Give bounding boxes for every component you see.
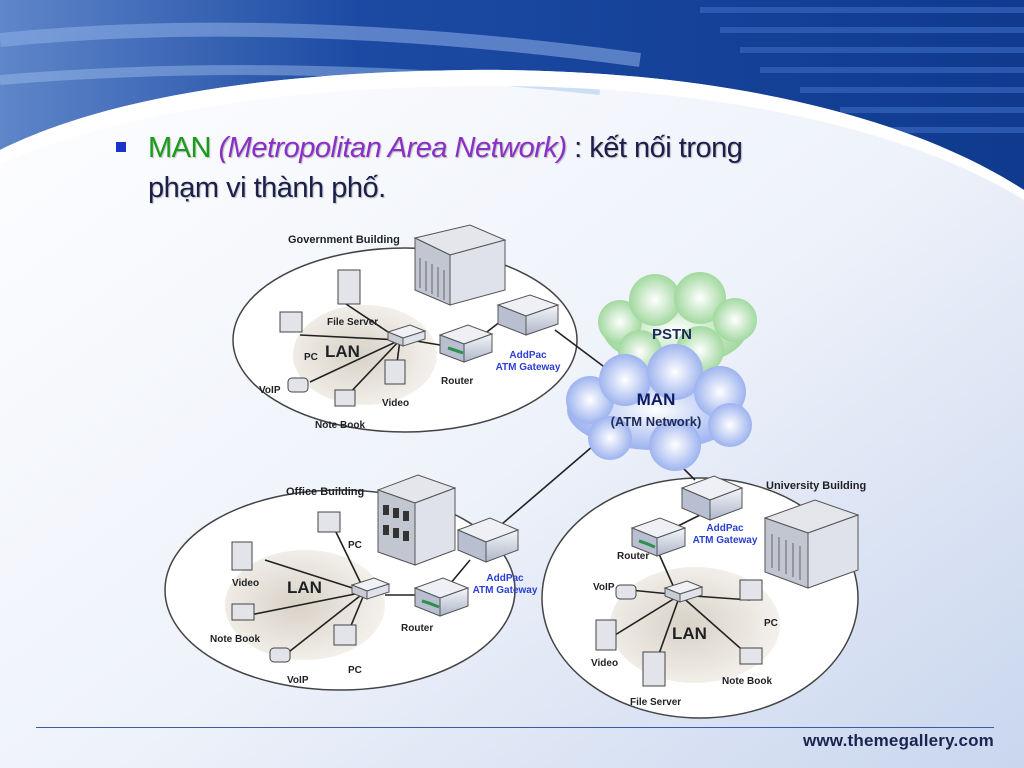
- gov-file-server-label: File Server: [327, 317, 378, 328]
- university-building-title: University Building: [766, 480, 866, 492]
- gov-pc-label: PC: [304, 352, 318, 363]
- gov-pc-icon: [279, 311, 303, 333]
- man-cloud: MAN (ATM Network): [566, 344, 752, 471]
- university-voip-icon: [615, 584, 637, 600]
- office-router-icon: [413, 577, 470, 617]
- gov-switch-icon: [386, 324, 427, 347]
- gov-building-title: Government Building: [288, 234, 400, 246]
- bullet-paragraph: MAN (Metropolitan Area Network) : kết nố…: [116, 128, 898, 208]
- gov-notebook-label: Note Book: [315, 420, 365, 431]
- university-notebook-icon: [739, 647, 763, 665]
- university-gateway-icon: [680, 475, 744, 521]
- bullet-description-line1: kết nối trong: [589, 132, 743, 164]
- university-file-server-label: File Server: [630, 697, 681, 708]
- office-video-label: Video: [232, 578, 259, 589]
- university-pc-icon: [739, 579, 763, 601]
- office-voip-icon: [269, 647, 291, 663]
- office-notebook-icon: [231, 603, 255, 621]
- university-file-server-icon: [642, 651, 666, 687]
- gov-gateway-icon: [496, 294, 560, 336]
- office-pc-bottom-icon: [333, 624, 357, 646]
- office-gateway-label-2: ATM Gateway: [473, 585, 538, 596]
- bullet-expansion: (Metropolitan Area Network): [218, 132, 568, 164]
- pstn-cloud: PSTN: [598, 272, 757, 374]
- gov-video-icon: [384, 359, 406, 385]
- university-building-icon: [763, 499, 860, 589]
- office-gateway-label-1: AddPac: [486, 573, 524, 584]
- university-lan-label: LAN: [672, 624, 707, 643]
- bullet-marker-icon: [116, 142, 126, 152]
- gov-notebook-icon: [334, 389, 356, 407]
- gov-file-server-icon: [337, 269, 361, 305]
- bullet-separator: :: [574, 132, 582, 164]
- office-gateway-icon: [456, 517, 520, 563]
- office-pc-top-icon: [317, 511, 341, 533]
- office-building-icon: [376, 474, 457, 566]
- bullet-text: MAN (Metropolitan Area Network) : kết nố…: [148, 128, 898, 208]
- gov-router-label: Router: [441, 376, 473, 387]
- university-switch-icon: [663, 580, 704, 603]
- office-pc-top-label: PC: [348, 540, 362, 551]
- footer-url: www.themegallery.com: [802, 731, 994, 750]
- footer-divider: [36, 727, 994, 728]
- gov-router-icon: [438, 324, 494, 363]
- university-video-icon: [595, 619, 617, 651]
- gov-voip-icon: [287, 377, 309, 393]
- office-lan-label: LAN: [287, 578, 322, 597]
- university-voip-label: VoIP: [593, 582, 615, 593]
- office-switch-icon: [350, 577, 391, 600]
- gov-gateway-label-1: AddPac: [509, 350, 547, 361]
- office-video-icon: [231, 541, 253, 571]
- office-building-title: Office Building: [286, 486, 364, 498]
- university-notebook-label: Note Book: [722, 676, 772, 687]
- gov-voip-label: VoIP: [259, 385, 281, 396]
- pstn-label: PSTN: [652, 326, 692, 343]
- man-cloud-subtitle: (ATM Network): [611, 414, 702, 429]
- university-router-icon: [630, 517, 687, 557]
- office-router-label: Router: [401, 623, 433, 634]
- government-building-icon: [413, 224, 507, 306]
- office-pc-bottom-label: PC: [348, 665, 362, 676]
- gov-lan-label: LAN: [325, 342, 360, 361]
- bullet-description-line2: phạm vi thành phố.: [148, 172, 386, 204]
- university-pc-label: PC: [764, 618, 778, 629]
- man-cloud-title: MAN: [637, 390, 676, 409]
- gov-video-label: Video: [382, 398, 409, 409]
- university-gateway-label-2: ATM Gateway: [693, 535, 758, 546]
- bullet-term: MAN: [148, 132, 211, 164]
- office-notebook-label: Note Book: [210, 634, 260, 645]
- gov-gateway-label-2: ATM Gateway: [496, 362, 561, 373]
- university-router-label: Router: [617, 551, 649, 562]
- university-gateway-label-1: AddPac: [706, 523, 744, 534]
- office-voip-label: VoIP: [287, 675, 309, 686]
- university-video-label: Video: [591, 658, 618, 669]
